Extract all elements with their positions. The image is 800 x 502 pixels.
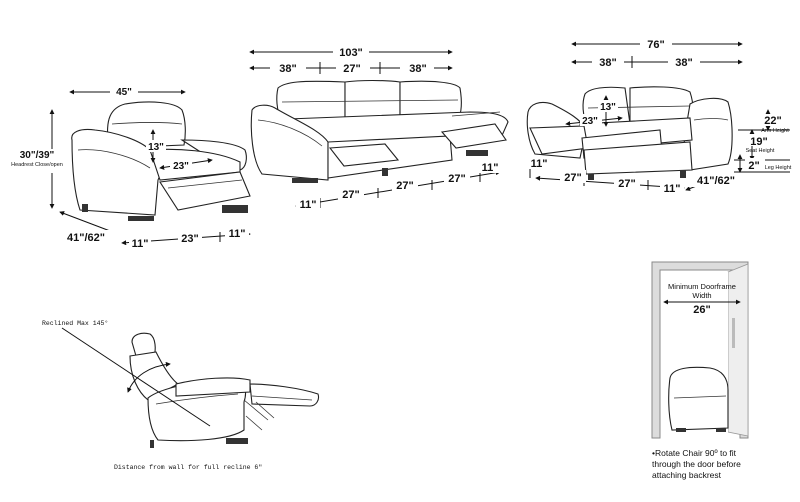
loveseat-depth: 41"/62" <box>697 175 735 187</box>
doorframe-title-1: Minimum Doorframe <box>668 282 736 291</box>
leg-height: 2" <box>748 160 759 172</box>
loveseat-top-left: 38" <box>599 57 616 69</box>
chair-depth: 41"/62" <box>67 232 105 244</box>
doorframe-note-3: attaching backrest <box>652 470 722 480</box>
arm-height: 22" <box>764 115 781 127</box>
sofa-bottom-2: 27" <box>342 189 359 201</box>
chair-height-note: Headrest Close/open <box>11 162 63 168</box>
loveseat-drawing <box>526 86 733 180</box>
chair-bottom-right: 11" <box>229 228 246 240</box>
sofa-top-left: 38" <box>279 63 296 75</box>
loveseat-back: 13" <box>600 102 616 113</box>
loveseat-bottom-2: 27" <box>618 178 635 190</box>
sofa-bottom-1: 11" <box>300 199 317 211</box>
doorframe-title-2: Width <box>692 291 711 300</box>
sofa-drawing <box>250 79 509 183</box>
seat-height: 19" <box>750 136 767 148</box>
sofa-top-mid: 27" <box>343 63 360 75</box>
chair-bottom-mid: 23" <box>181 233 198 245</box>
chair-width: 45" <box>116 87 132 98</box>
sofa-bottom-3: 27" <box>396 180 413 192</box>
recline-caption: Distance from wall for full recline 6" <box>114 464 262 471</box>
loveseat-bottom-3: 11" <box>664 183 681 195</box>
doorframe-width: 26" <box>693 304 710 316</box>
sofa-bottom-5: 11" <box>482 162 499 174</box>
loveseat-total: 76" <box>647 39 664 51</box>
chair-back: 13" <box>148 142 164 153</box>
chair-height: 30"/39" <box>20 150 55 161</box>
sofa-total: 103" <box>339 47 363 59</box>
loveseat-top-right: 38" <box>675 57 692 69</box>
loveseat-left-arm: 11" <box>531 158 548 170</box>
recline-side-view <box>127 332 320 448</box>
chair-bottom-left: 11" <box>132 238 149 250</box>
leg-height-label: Leg Height <box>765 165 792 171</box>
loveseat-bottom-1: 27" <box>564 172 581 184</box>
sofa-top-right: 38" <box>409 63 426 75</box>
doorframe-panel <box>651 261 749 439</box>
doorframe-note-2: through the door before <box>652 459 741 469</box>
seat-height-label: Seat Height <box>746 148 775 154</box>
recline-label: Reclined Max 145° <box>42 319 108 327</box>
chair-drawing <box>71 101 251 221</box>
sofa-bottom-4: 27" <box>448 173 465 185</box>
arm-height-label: Arm Height <box>761 128 789 134</box>
loveseat-seat: 23" <box>582 116 598 127</box>
chair-seat: 23" <box>173 161 189 172</box>
doorframe-note-1: •Rotate Chair 90º to fit <box>652 448 737 458</box>
